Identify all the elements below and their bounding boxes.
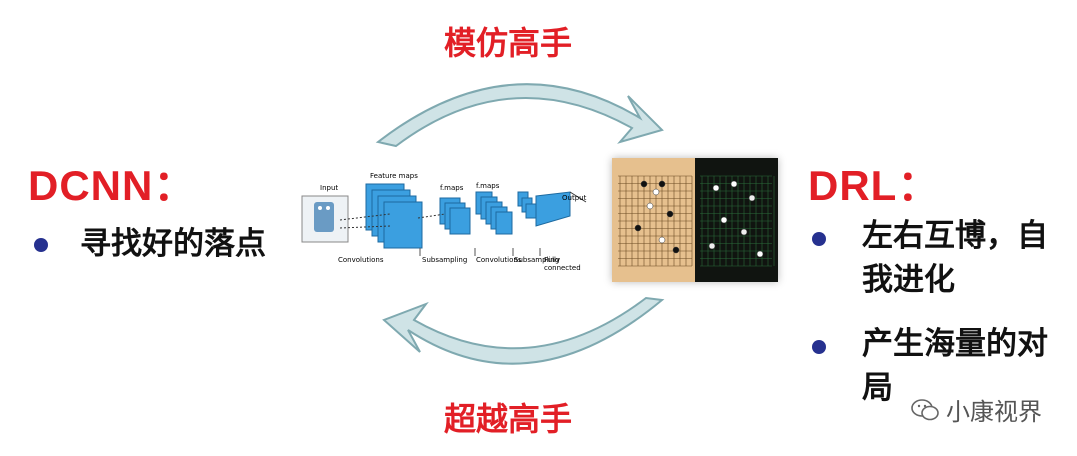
- cnn-stage-label: Convolutions: [476, 256, 522, 264]
- robot-icon: [314, 202, 334, 232]
- go-stone: [756, 250, 764, 258]
- dcnn-bullet-text: 寻找好的落点: [80, 226, 266, 262]
- fully-connected: [535, 191, 571, 227]
- cnn-input-label: Input: [320, 184, 339, 192]
- cnn-stage-label: Fully connected: [544, 256, 581, 272]
- go-stone: [708, 242, 716, 250]
- go-stone: [730, 180, 738, 188]
- feature-maps-stack: [365, 183, 423, 249]
- cnn-fmaps-label-1: f.maps: [440, 184, 464, 192]
- dark-go-board: [695, 158, 778, 282]
- go-stone: [748, 194, 756, 202]
- go-stone: [666, 210, 674, 218]
- cnn-output-label: Output: [562, 194, 587, 202]
- go-stone: [634, 224, 642, 232]
- cnn-stage-label: Convolutions: [338, 256, 384, 264]
- wood-go-board: [612, 158, 695, 282]
- top-arrow-label: 模仿高手: [444, 24, 573, 62]
- go-stone: [646, 202, 654, 210]
- bottom-curved-arrow: [382, 296, 665, 365]
- cnn-stage-label: Subsampling: [514, 256, 560, 264]
- bottom-arrow-label: 超越高手: [444, 400, 573, 438]
- wechat-icon: [911, 398, 939, 420]
- drl-heading: DRL：: [808, 162, 941, 209]
- cnn-stage-label: Subsampling: [422, 256, 468, 264]
- go-stone: [712, 184, 720, 192]
- go-stone: [658, 180, 666, 188]
- cnn-feature-maps-label: Feature maps: [370, 172, 418, 180]
- watermark-text: 小康视界: [946, 398, 1042, 426]
- cnn-fmaps-label-2: f.maps: [476, 182, 500, 190]
- top-curved-arrow: [375, 83, 664, 148]
- bullet-dot: [812, 232, 826, 246]
- cnn-figure: Input Feature maps f.maps f.maps Output …: [300, 170, 595, 272]
- go-stone: [640, 180, 648, 188]
- go-stone: [658, 236, 666, 244]
- subsample-stack: [517, 191, 537, 219]
- bullet-dot: [812, 340, 826, 354]
- bullet-dot: [34, 238, 48, 252]
- fmaps-stack-1: [439, 197, 471, 235]
- drl-bullet-text-1: 左右互博，自我进化: [862, 218, 1048, 298]
- go-stone: [720, 216, 728, 224]
- dcnn-heading: DCNN：: [28, 162, 197, 209]
- go-stone: [652, 188, 660, 196]
- go-boards: [612, 158, 778, 282]
- go-stone: [740, 228, 748, 236]
- watermark: 小康视界: [910, 392, 1042, 427]
- go-stone: [672, 246, 680, 254]
- drl-bullet-text-2: 产生海量的对局: [862, 326, 1048, 406]
- fmaps-stack-2: [475, 191, 513, 235]
